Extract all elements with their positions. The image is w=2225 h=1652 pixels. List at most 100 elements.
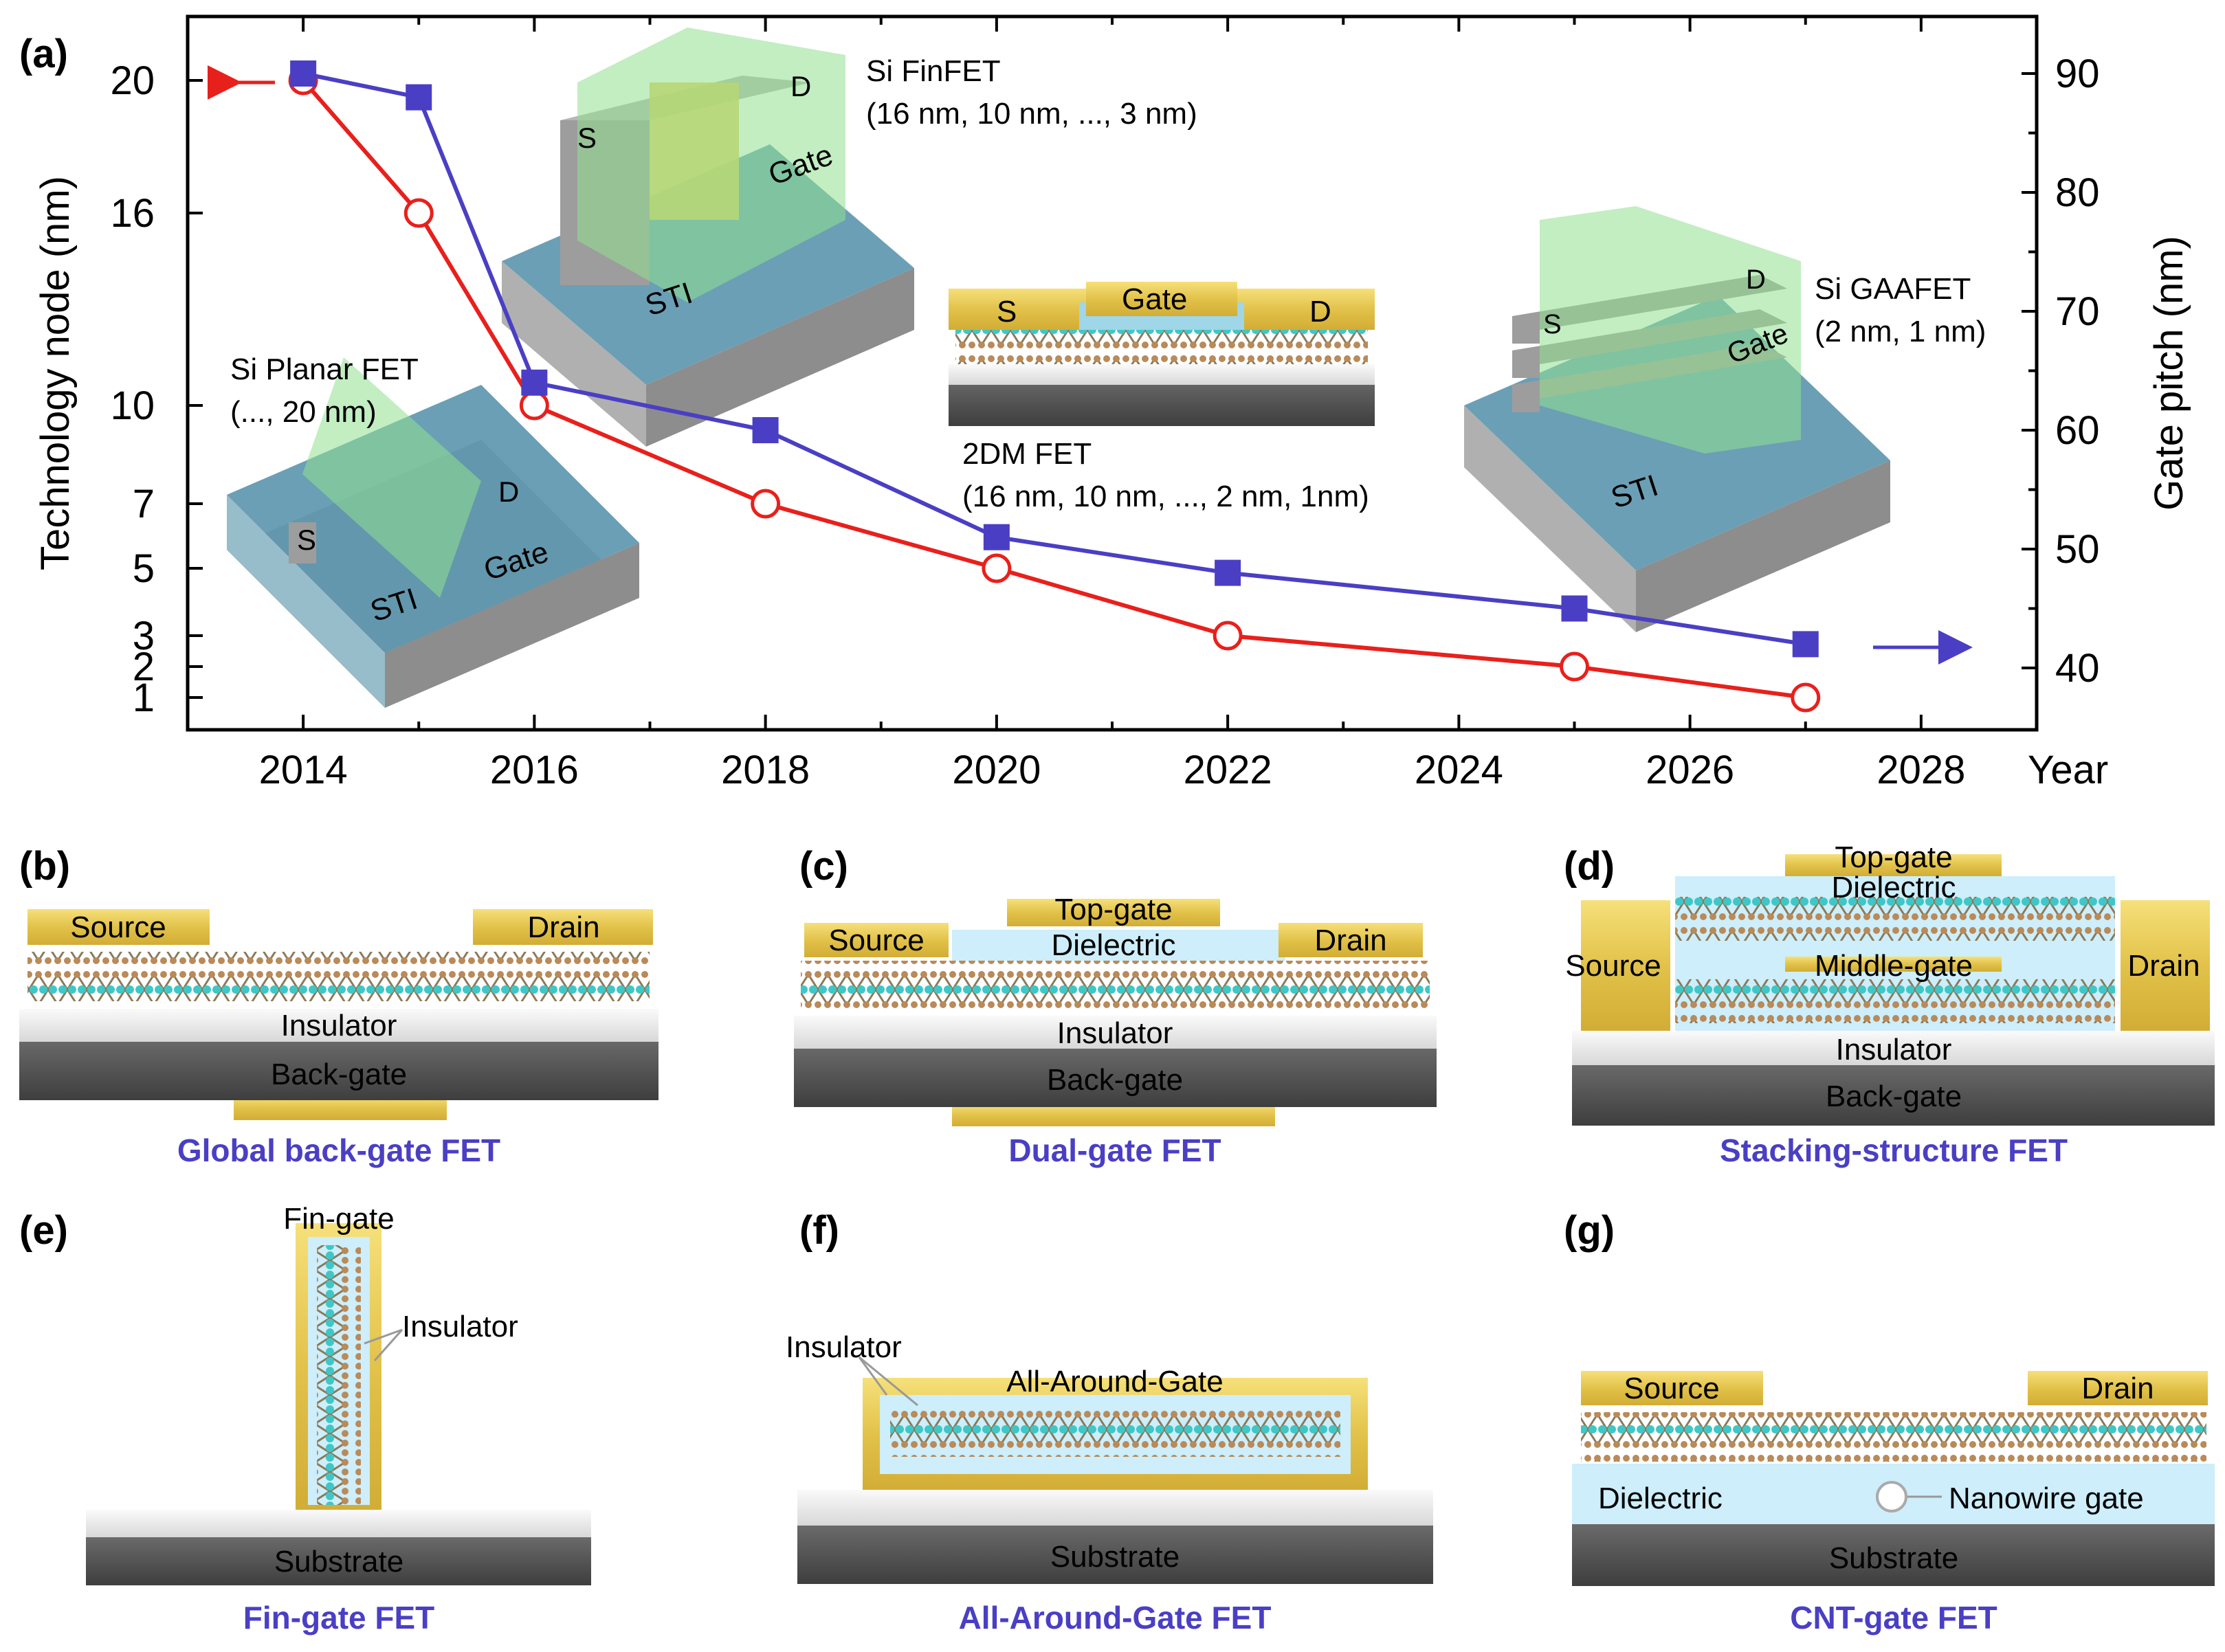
g-nanowire-label: Nanowire gate — [1949, 1482, 2144, 1515]
data-point-node — [1791, 682, 1821, 713]
data-point-pitch — [1561, 595, 1588, 622]
data-point-pitch — [752, 417, 779, 443]
c-mos2-layer — [801, 961, 1430, 1010]
panel-g: (g) Source Drain Dielectric Nanowire gat… — [1564, 1208, 2215, 1636]
y-left-axis-label: Technology node (nm) — [33, 176, 78, 570]
panel-f: (f) Insulator All-Around-Gate Substrate … — [786, 1208, 1433, 1636]
y-right-tick-label: 60 — [2055, 408, 2100, 453]
g-mos2-layer — [1581, 1412, 2206, 1462]
panel-a: (a) S D Gate STI S D Gate STI — [19, 14, 2191, 792]
x-tick-label: 2026 — [1646, 748, 1734, 792]
twodm-s-label: S — [997, 295, 1017, 328]
y-right-tick-label: 50 — [2055, 527, 2100, 572]
finfet-sub: (16 nm, 10 nm, ..., 3 nm) — [866, 97, 1197, 131]
x-tick-label: 2014 — [259, 748, 348, 792]
f-substrate-label: Substrate — [1050, 1540, 1180, 1574]
b-backgate-layer — [19, 1040, 658, 1100]
d-mos2-bottom — [1675, 979, 2115, 1023]
y-left-tick-label: 7 — [133, 482, 155, 526]
data-point-pitch — [521, 369, 548, 396]
c-drain-contact — [1278, 923, 1423, 957]
twodm-title: 2DM FET — [962, 437, 1092, 471]
b-source-contact — [27, 909, 210, 945]
data-point-pitch — [983, 524, 1010, 550]
x-tick-label: 2018 — [721, 748, 810, 792]
c-insulator-label: Insulator — [1057, 1016, 1173, 1050]
c-topgate-label: Top-gate — [1054, 893, 1172, 926]
e-insulator-base — [86, 1510, 591, 1537]
y-left-tick-label: 5 — [133, 546, 155, 591]
d-mos2-top — [1675, 897, 2115, 941]
panel-b: (b) Source Drain Insulator Back-gate Glo… — [19, 844, 658, 1168]
g-drain-contact — [2028, 1371, 2208, 1405]
c-insulator-layer — [794, 1016, 1437, 1049]
x-tick-label: 2022 — [1184, 748, 1272, 792]
c-source-contact — [804, 923, 949, 957]
gaafet-sub: (2 nm, 1 nm) — [1815, 315, 1986, 348]
g-substrate — [1572, 1524, 2215, 1586]
series-line-right — [302, 71, 1806, 647]
y-right-axis-label: Gate pitch (nm) — [2147, 236, 2191, 511]
d-insulator-layer — [1572, 1031, 2215, 1065]
twodm-d-label: D — [1309, 295, 1331, 328]
panel-c: (c) Source Drain Top-gate Dielectric Ins… — [794, 844, 1437, 1168]
b-drain-contact — [473, 909, 653, 945]
d-source-contact — [1581, 900, 1670, 1031]
f-caption: All-Around-Gate FET — [959, 1600, 1272, 1636]
d-middlegate-label: Middle-gate — [1815, 949, 1973, 983]
d-dielectric-label: Dielectric — [1832, 871, 1956, 904]
g-source-contact — [1581, 1371, 1763, 1405]
b-caption: Global back-gate FET — [177, 1132, 500, 1168]
f-insulator-leader — [858, 1357, 888, 1396]
e-caption: Fin-gate FET — [243, 1600, 435, 1636]
g-drain-label: Drain — [2081, 1372, 2154, 1405]
d-middlegate — [1785, 957, 2002, 972]
b-mos2-layer — [27, 952, 650, 1001]
d-drain-contact — [2121, 900, 2210, 1031]
panel-c-label: (c) — [799, 844, 848, 889]
g-caption: CNT-gate FET — [1790, 1600, 1997, 1636]
y-right-tick-label: 80 — [2055, 170, 2100, 215]
e-substrate — [86, 1537, 591, 1585]
d-topgate — [1785, 854, 2002, 876]
f-insulator-base — [797, 1490, 1433, 1526]
c-dielectric-label: Dielectric — [1052, 928, 1176, 962]
y-right-tick-label: 70 — [2055, 289, 2100, 334]
c-dielectric — [952, 930, 1285, 961]
planar-sub: (..., 20 nm) — [230, 395, 377, 429]
y-left-tick-label: 2 — [133, 645, 155, 689]
y-left-tick-label: 1 — [133, 676, 155, 720]
data-point-pitch — [1215, 559, 1241, 586]
panel-d: (d) Top-gate Dielectric Middle-gate Sour… — [1564, 840, 2215, 1168]
b-insulator-label: Insulator — [281, 1009, 397, 1042]
data-point-pitch — [1792, 631, 1819, 658]
c-caption: Dual-gate FET — [1008, 1132, 1221, 1168]
twodm-sub: (16 nm, 10 nm, ..., 2 nm, 1nm) — [962, 480, 1369, 513]
d-source-label: Source — [1565, 949, 1661, 983]
data-point-node — [1213, 621, 1243, 651]
y-left-tick-label: 3 — [133, 614, 155, 658]
e-insulator-leader-2 — [373, 1329, 403, 1361]
y-right-tick-label: 90 — [2055, 52, 2100, 96]
b-backgate-label: Back-gate — [271, 1058, 407, 1091]
x-tick-label: 2024 — [1415, 748, 1503, 792]
f-substrate — [797, 1526, 1433, 1584]
panel-e: (e) Fin-gate Insulator Substrate Fin-gat… — [19, 1202, 591, 1636]
b-source-label: Source — [70, 911, 166, 944]
y-right-tick-label: 40 — [2055, 646, 2100, 691]
series-line-left — [301, 79, 1806, 700]
data-point-node — [519, 390, 549, 421]
e-insulator-label: Insulator — [402, 1310, 518, 1343]
d-insulator-label: Insulator — [1836, 1033, 1952, 1067]
gaafet-title: Si GAAFET — [1815, 272, 1971, 306]
c-drain-label: Drain — [1314, 924, 1386, 957]
inset-2dm-fet: S D Gate 2DM FET (16 nm, 10 nm, ..., 2 n… — [949, 282, 1375, 513]
x-tick-label: 2016 — [490, 748, 579, 792]
d-drain-label: Drain — [2127, 949, 2200, 983]
x-tick-label: 2020 — [952, 748, 1041, 792]
d-backgate-label: Back-gate — [1826, 1080, 1962, 1113]
c-topgate — [1007, 899, 1220, 926]
twodm-gate-label: Gate — [1122, 282, 1187, 316]
